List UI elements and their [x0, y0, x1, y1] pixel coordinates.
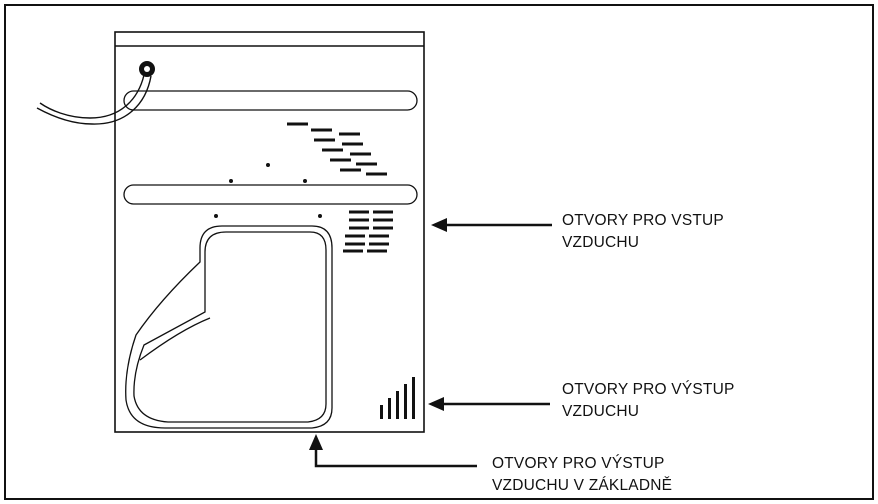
label-air-inlet-line2: VZDUCHU — [562, 234, 640, 251]
arrow-air-inlet — [431, 218, 552, 232]
label-air-outlet-line2: VZDUCHU — [562, 403, 640, 420]
label-base-outlet-line2: VZDUCHU V ZÁKLADNĚ — [492, 477, 673, 494]
arrow-air-outlet — [428, 397, 550, 411]
screw — [303, 179, 307, 183]
label-base-outlet-line1: OTVORY PRO VÝSTUP — [492, 455, 665, 472]
label-air-inlet: OTVORY PRO VSTUP VZDUCHU — [562, 210, 724, 254]
upper-rail — [123, 90, 418, 111]
label-air-inlet-line1: OTVORY PRO VSTUP — [562, 212, 724, 229]
screw — [229, 179, 233, 183]
label-base-outlet: OTVORY PRO VÝSTUP VZDUCHU V ZÁKLADNĚ — [492, 453, 672, 497]
screws — [214, 163, 322, 218]
air-duct — [125, 225, 333, 429]
power-cord — [36, 61, 155, 125]
label-air-outlet-line1: OTVORY PRO VÝSTUP — [562, 381, 735, 398]
label-air-outlet: OTVORY PRO VÝSTUP VZDUCHU — [562, 379, 735, 423]
appliance-body — [114, 31, 425, 433]
middle-rail — [123, 184, 418, 205]
air-inlet-vents — [343, 210, 393, 253]
air-outlet-slots — [380, 377, 415, 419]
upper-vent-slats — [287, 122, 387, 176]
screw — [318, 214, 322, 218]
screw — [266, 163, 270, 167]
diagram-border — [4, 4, 874, 500]
arrow-base-outlet — [309, 434, 477, 468]
screw — [214, 214, 218, 218]
